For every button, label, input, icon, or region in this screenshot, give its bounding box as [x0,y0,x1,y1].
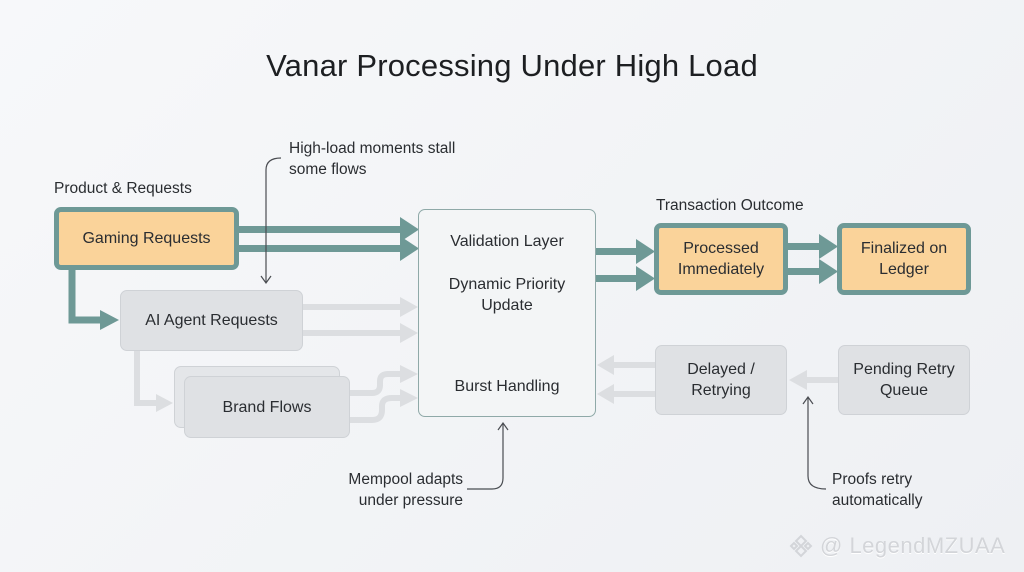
arrow-pending-to-delayed [789,370,838,390]
annotation-high-load: High-load moments stall some flows [289,140,456,178]
node-delayed-label: Delayed / Retrying [687,361,755,399]
arrow-gaming-to-validation [237,217,419,261]
node-brand-flows-label: Brand Flows [222,398,312,416]
arrow-ai-to-center [303,297,418,343]
arrow-processed-to-finalized [787,234,838,284]
annotation-mempool: Mempool adapts under pressure [348,471,463,509]
arrow-center-to-processed [596,239,655,291]
node-gaming-requests[interactable]: Gaming Requests [54,207,239,270]
leader-high-load [260,157,282,285]
binance-logo-icon [789,534,813,558]
node-processing-layer[interactable]: Validation Layer Dynamic Priority Update… [418,209,596,417]
node-finalized-label: Finalized on Ledger [860,240,948,278]
watermark: @ LegendMZUAA [788,533,1005,559]
node-delayed-retrying[interactable]: Delayed / Retrying [655,345,787,415]
node-ai-agent-requests-label: AI Agent Requests [145,312,278,329]
arrow-gaming-to-ai [68,268,119,330]
node-processed-immediately[interactable]: Processed Immediately [654,223,788,295]
node-ai-agent-requests[interactable]: AI Agent Requests [120,290,303,351]
section-label-outcome: Transaction Outcome [656,197,804,214]
validation-layer-label: Validation Layer [450,233,564,250]
annotation-proofs: Proofs retry automatically [832,471,923,509]
watermark-text: @ LegendMZUAA [820,533,1006,558]
burst-handling-label: Burst Handling [454,378,560,395]
node-pending-retry-queue[interactable]: Pending Retry Queue [838,345,970,415]
arrow-brand-to-center [350,365,418,423]
leader-mempool [467,421,509,490]
arrow-ai-to-brand [134,350,173,412]
node-finalized-on-ledger[interactable]: Finalized on Ledger [837,223,971,295]
leader-proofs [802,395,827,490]
node-brand-flows[interactable]: Brand Flows [184,376,350,438]
node-pending-label: Pending Retry Queue [853,361,955,399]
page-title: Vanar Processing Under High Load [266,48,758,83]
node-gaming-requests-label: Gaming Requests [82,230,211,247]
dynamic-priority-label: Dynamic Priority Update [448,276,566,314]
arrow-delayed-to-center [597,355,655,404]
node-processed-label: Processed Immediately [677,240,765,278]
section-label-products: Product & Requests [54,180,192,197]
